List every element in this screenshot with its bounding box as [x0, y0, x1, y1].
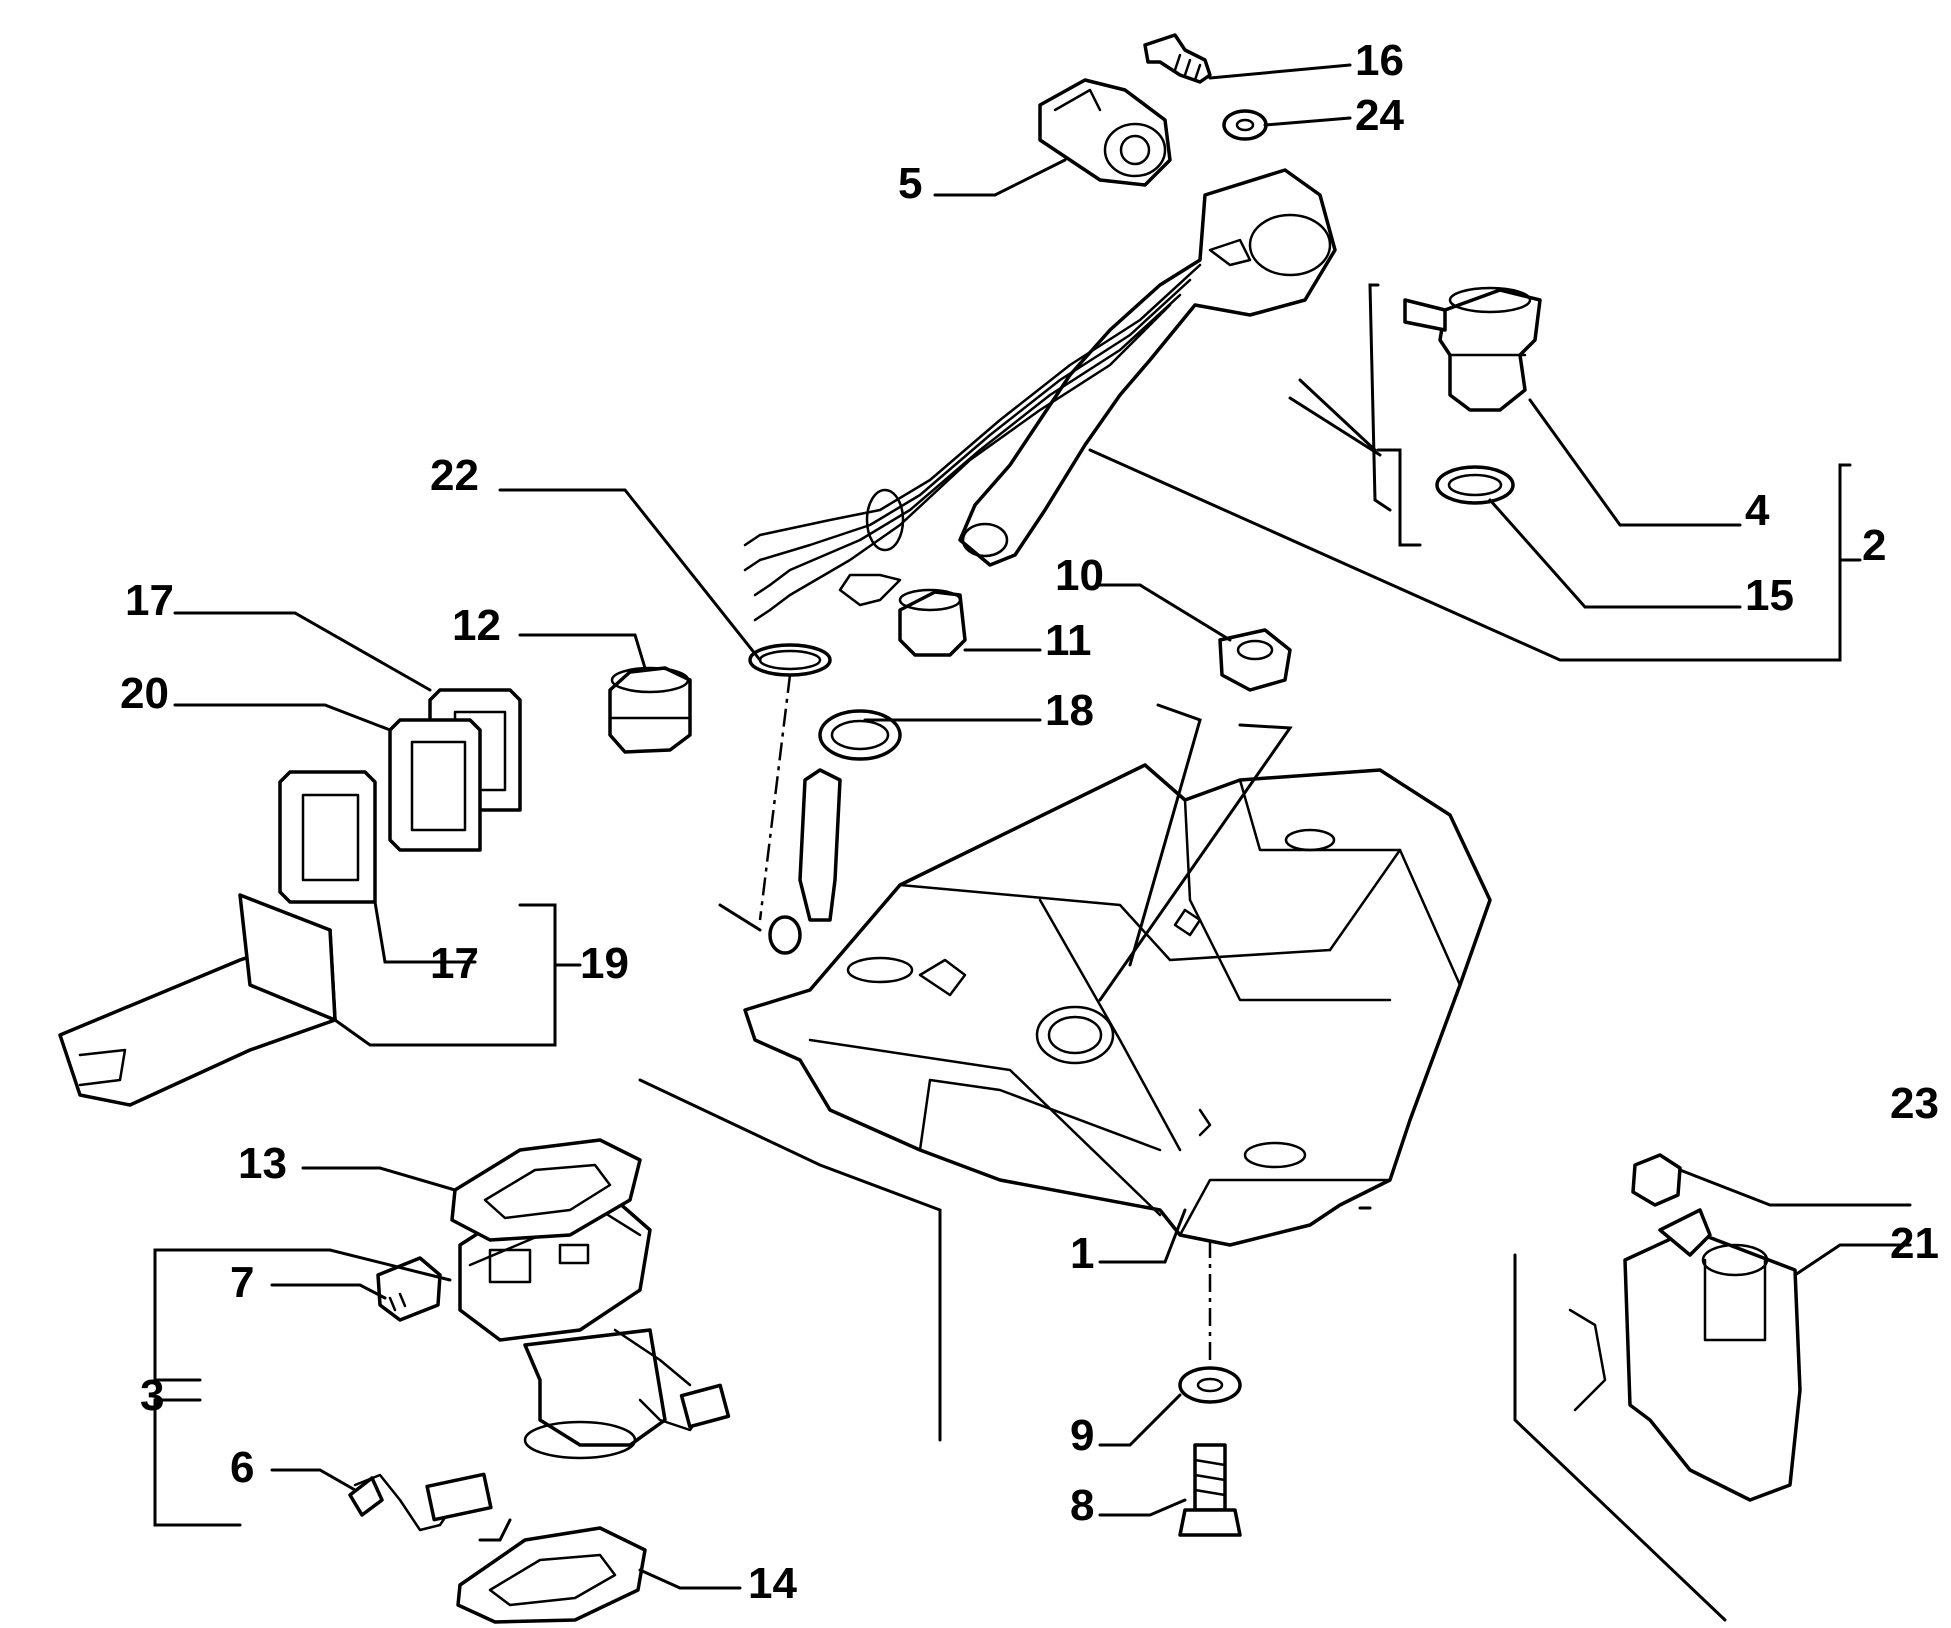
callout-15: 15 — [1745, 571, 1794, 620]
connector-part — [376, 1256, 442, 1322]
callout-24: 24 — [1355, 91, 1404, 140]
cap-part — [608, 666, 692, 754]
clamp-upper-part — [748, 643, 832, 677]
hose-fitting-part — [768, 915, 802, 955]
callout-18: 18 — [1045, 686, 1094, 735]
callout-13: 13 — [238, 1139, 287, 1188]
callout-8: 8 — [1070, 1481, 1094, 1530]
hose-part — [798, 768, 842, 922]
leader-lines — [153, 63, 1912, 1590]
callout-17-bottom: 17 — [430, 939, 479, 988]
square-gaskets-part — [278, 688, 522, 904]
assembly-lines — [638, 283, 1727, 1622]
callout-2: 2 — [1862, 521, 1886, 570]
callout-9: 9 — [1070, 1411, 1094, 1460]
callout-3: 3 — [140, 1371, 164, 1420]
gasket-upper-part — [450, 1138, 642, 1242]
callout-6: 6 — [230, 1443, 254, 1492]
filler-neck-part — [743, 168, 1337, 622]
callout-23: 23 — [1890, 1079, 1939, 1128]
callout-labels: 1 2 3 4 5 6 7 8 9 10 11 12 13 14 15 16 1… — [120, 36, 1939, 1608]
small-washer-part — [1222, 109, 1268, 141]
sleeve-part — [898, 588, 967, 657]
washer-part — [1178, 1366, 1242, 1404]
callout-19: 19 — [580, 939, 629, 988]
seal-ring-part — [1435, 465, 1515, 505]
callout-10: 10 — [1055, 551, 1104, 600]
callout-7: 7 — [230, 1258, 254, 1307]
bracket-filter-part — [1568, 1208, 1802, 1502]
bolt-part — [1178, 1443, 1242, 1537]
callout-14: 14 — [748, 1559, 797, 1608]
small-nut-part — [1631, 1153, 1682, 1207]
pressure-regulator-part — [1403, 286, 1542, 412]
callout-16: 16 — [1355, 36, 1404, 85]
callout-5: 5 — [898, 159, 922, 208]
screw-part — [1143, 33, 1212, 84]
duct-part — [58, 893, 337, 1107]
callout-12: 12 — [452, 601, 501, 650]
filler-cap-part — [1038, 78, 1172, 187]
callout-11: 11 — [1045, 616, 1092, 665]
callout-4: 4 — [1745, 486, 1770, 535]
gasket-lower-part — [456, 1526, 647, 1624]
fuel-tank-part — [743, 763, 1492, 1247]
callout-22: 22 — [430, 451, 479, 500]
callout-17-top: 17 — [125, 576, 174, 625]
callout-21: 21 — [1890, 1219, 1939, 1268]
callout-1: 1 — [1070, 1229, 1094, 1278]
wiring-harness-part — [348, 1472, 493, 1532]
nut-part — [1218, 628, 1292, 692]
callout-20: 20 — [120, 669, 169, 718]
clamp-lower-part — [818, 709, 902, 761]
